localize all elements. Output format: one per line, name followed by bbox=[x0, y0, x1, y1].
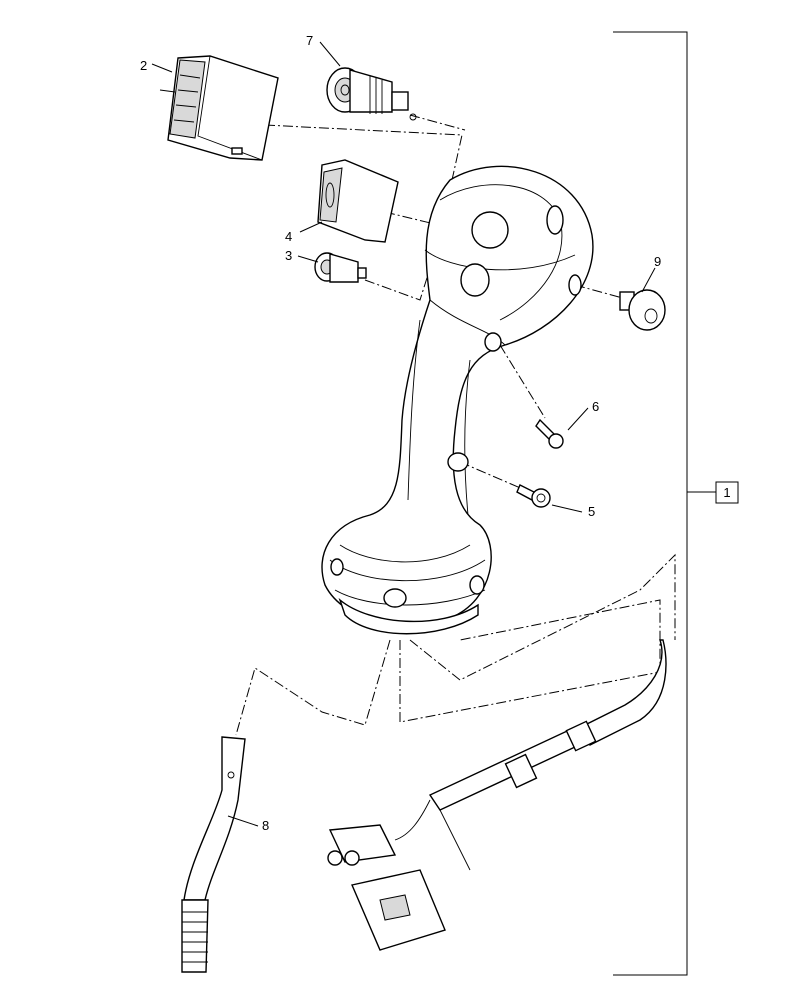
assembly-bracket: 1 bbox=[613, 31, 739, 976]
callout-4: 4 bbox=[285, 229, 292, 244]
part-6-screw bbox=[535, 418, 564, 449]
part-4-switch-block bbox=[317, 159, 399, 243]
part-8-shaft bbox=[181, 736, 246, 973]
callout-7: 7 bbox=[306, 33, 313, 48]
part-5-screw bbox=[516, 484, 551, 508]
callout-1: 1 bbox=[723, 485, 730, 500]
callout-2: 2 bbox=[140, 58, 147, 73]
wire-harness bbox=[327, 639, 667, 951]
callout-8: 8 bbox=[262, 818, 269, 833]
part-9-button bbox=[619, 289, 666, 331]
callout-9: 9 bbox=[654, 254, 661, 269]
joystick-handle bbox=[321, 165, 594, 635]
callout-6: 6 bbox=[592, 399, 599, 414]
callout-3: 3 bbox=[285, 248, 292, 263]
callout-5: 5 bbox=[588, 504, 595, 519]
part-7-push-button bbox=[326, 67, 417, 121]
part-3-small-button bbox=[314, 252, 367, 283]
part-2-module bbox=[159, 55, 279, 161]
callout-box-1 bbox=[715, 481, 739, 504]
